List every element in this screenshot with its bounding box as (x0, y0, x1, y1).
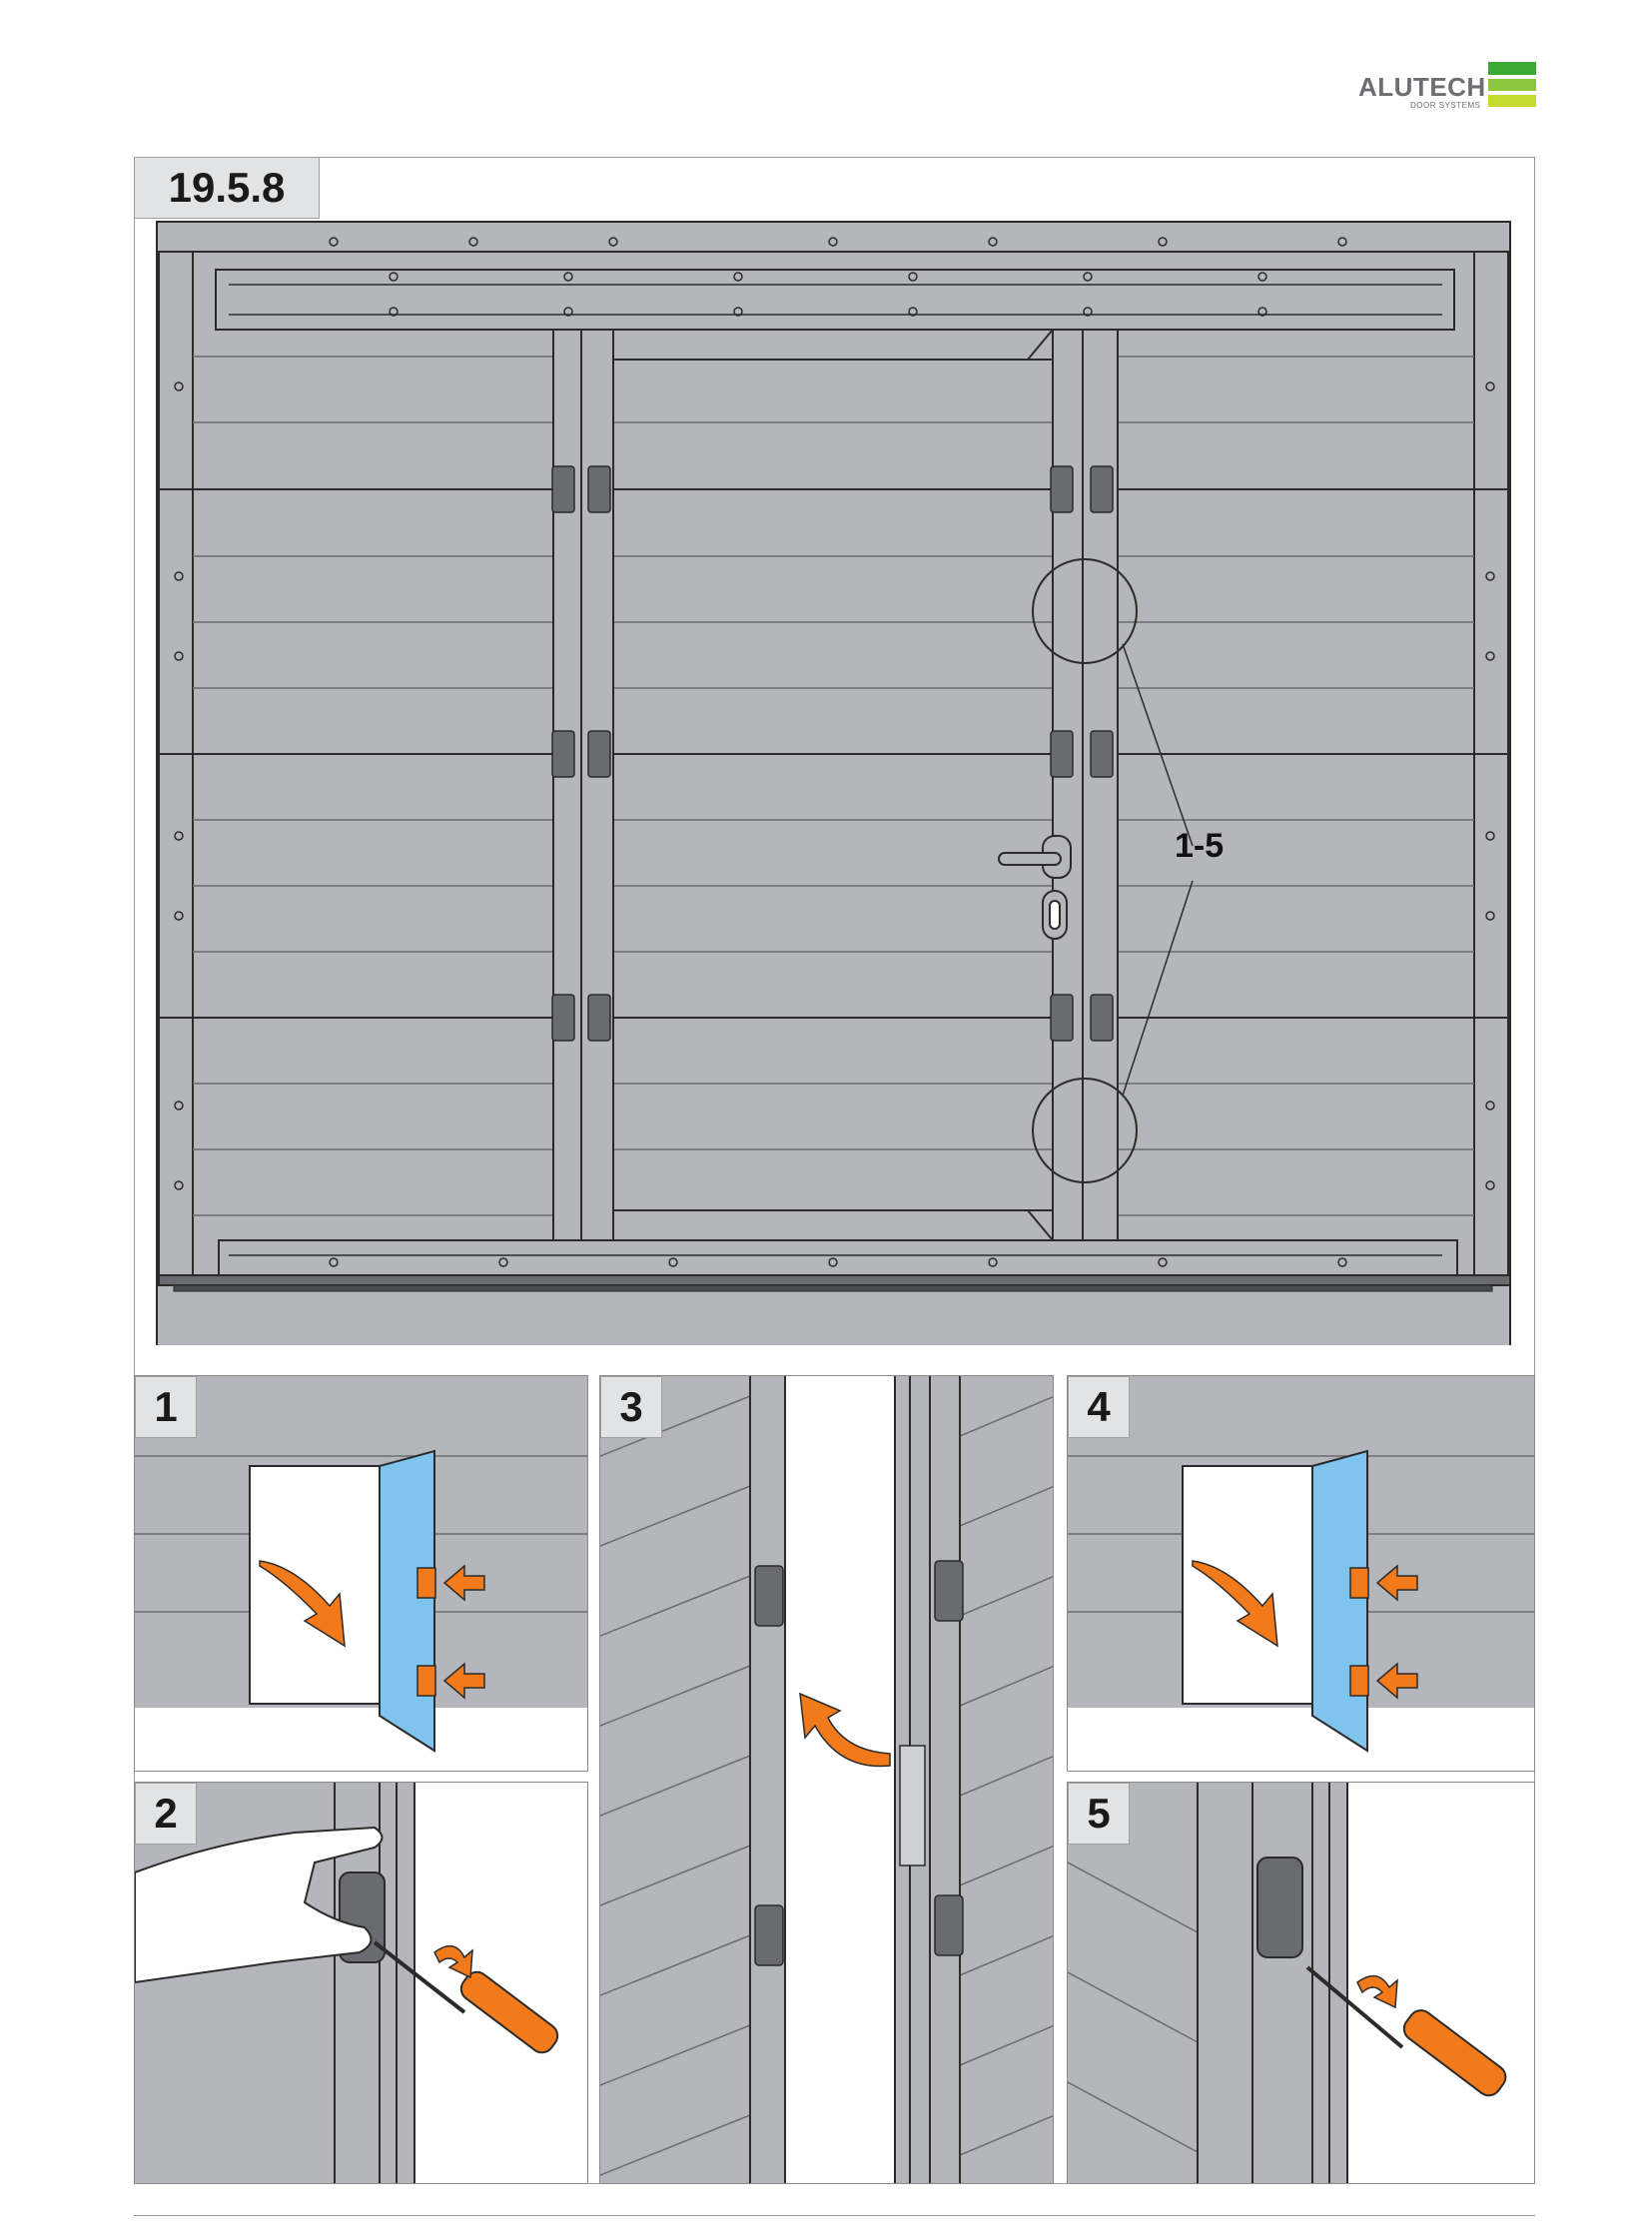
step-1-number: 1 (135, 1376, 197, 1438)
step-1-illustration (135, 1376, 587, 1753)
arrow-icon (799, 1692, 891, 1768)
callout-circle-bottom (1032, 1078, 1138, 1183)
brand-logo: ALUTECH DOOR SYSTEMS (1358, 62, 1538, 114)
hinge-icon (1256, 1857, 1303, 1958)
hinge-icon (754, 1904, 784, 1966)
hinge-icon (1349, 1567, 1369, 1599)
door-handle-icon (998, 835, 1072, 940)
hinge-icon (416, 1567, 436, 1599)
step-4-number: 4 (1068, 1376, 1130, 1438)
hinge-icon (1349, 1665, 1369, 1697)
hand-icon (135, 1826, 384, 1984)
arrow-icon (1356, 1974, 1398, 2009)
garage-door-drawing (156, 221, 1511, 1345)
arrow-icon (433, 1944, 473, 1979)
step-5-illustration (1068, 1783, 1534, 2183)
step-2-number: 2 (135, 1783, 197, 1845)
step-3-panel: 3 (599, 1375, 1054, 2184)
arrow-icon (1375, 1662, 1418, 1700)
step-1-panel: 1 (134, 1375, 588, 1772)
step-5-panel: 5 (1067, 1782, 1535, 2184)
step-5-number: 5 (1068, 1783, 1130, 1845)
screwdriver-icon (373, 1940, 559, 2054)
hinge-icon (416, 1665, 436, 1697)
step-2-illustration (135, 1783, 587, 2183)
hinge-icon (934, 1894, 964, 1956)
section-number: 19.5.8 (134, 157, 320, 219)
callout-label: 1-5 (1175, 827, 1225, 865)
footer-divider (134, 2215, 1535, 2216)
step-3-illustration (600, 1376, 1053, 2183)
step-3-number: 3 (600, 1376, 662, 1438)
arrow-icon (442, 1662, 485, 1700)
brand-subtitle: DOOR SYSTEMS (1410, 101, 1481, 110)
step-4-panel: 4 (1067, 1375, 1535, 1772)
callout-circle-top (1032, 558, 1138, 664)
screwdriver-icon (1305, 1965, 1507, 2097)
brand-stripes-icon (1488, 62, 1536, 107)
step-2-panel: 2 (134, 1782, 588, 2184)
brand-name: ALUTECH (1358, 72, 1486, 102)
arrow-icon (442, 1564, 485, 1602)
hinge-icon (934, 1560, 964, 1622)
arrow-icon (1375, 1564, 1418, 1602)
arrow-icon (1192, 1560, 1278, 1648)
step-4-illustration (1068, 1376, 1534, 1753)
arrow-icon (259, 1560, 346, 1648)
hinge-icon (754, 1565, 784, 1627)
